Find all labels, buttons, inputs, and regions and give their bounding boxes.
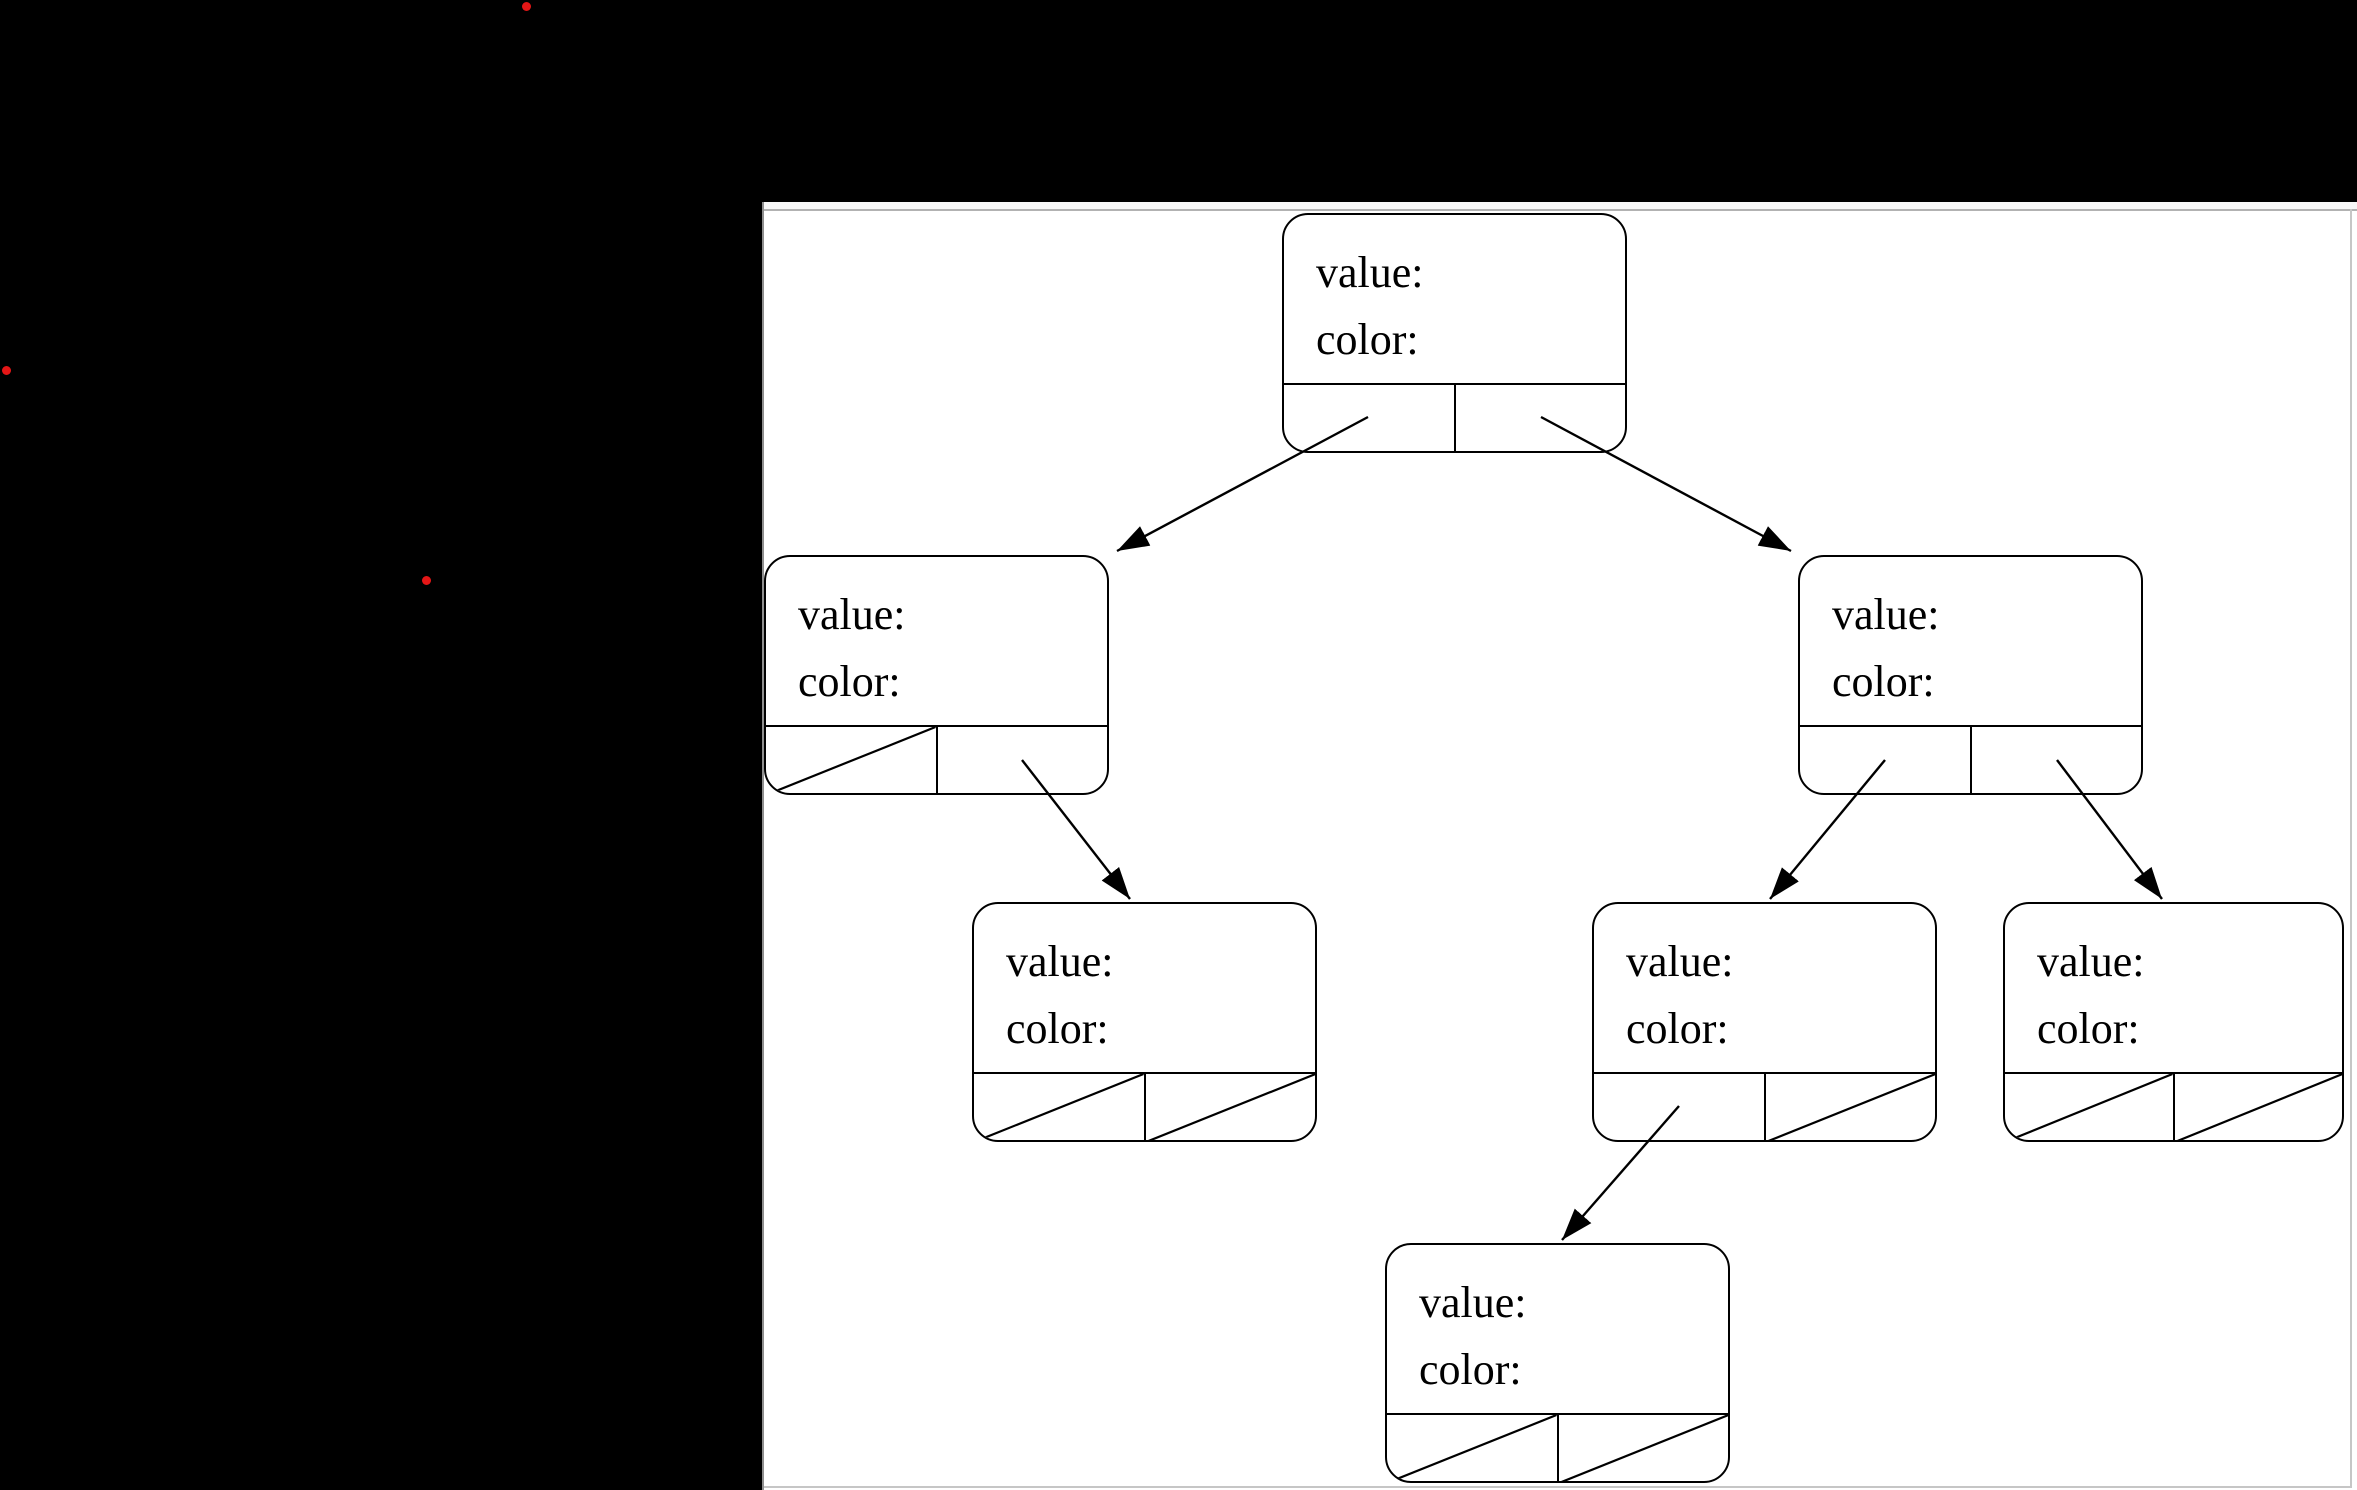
node-fields: value: color:: [1284, 215, 1625, 383]
node-fields: value: color:: [1387, 1245, 1728, 1413]
node-fields: value: color:: [974, 904, 1315, 1072]
page-top-strip: [764, 202, 2357, 209]
value-label: value:: [798, 590, 906, 639]
value-label: value:: [1006, 937, 1114, 986]
right-pointer-cell-null: [1766, 1074, 1936, 1142]
color-label: color:: [1006, 1004, 1109, 1053]
pointer-row: [1800, 725, 2142, 793]
page-border-top: [764, 209, 2357, 211]
pointer-row: [1594, 1072, 1936, 1142]
node-fields: value: color:: [1594, 904, 1935, 1072]
left-pointer-cell: [1594, 1074, 1766, 1140]
value-label: value:: [1316, 248, 1424, 297]
color-label: color:: [1832, 657, 1935, 706]
value-label: value:: [2037, 937, 2145, 986]
tree-node-root: value: color:: [1282, 213, 1627, 453]
color-label: color:: [1316, 315, 1419, 364]
pointer-row: [2005, 1072, 2343, 1142]
pointer-row: [1284, 383, 1626, 451]
left-pointer-cell-null: [2005, 1074, 2175, 1142]
page-border-right: [2350, 209, 2352, 1488]
node-fields: value: color:: [1800, 557, 2141, 725]
null-slash-icon: [1387, 1415, 1557, 1483]
color-label: color:: [798, 657, 901, 706]
null-slash-icon: [1766, 1074, 1936, 1142]
tree-node-right-left-left: value: color:: [1385, 1243, 1730, 1483]
value-label: value:: [1626, 937, 1734, 986]
tree-node-left-right: value: color:: [972, 902, 1317, 1142]
node-fields: value: color:: [766, 557, 1107, 725]
right-pointer-cell-null: [2175, 1074, 2343, 1142]
red-dot: [2, 366, 11, 375]
null-slash-icon: [1146, 1074, 1316, 1142]
pointer-row: [1387, 1413, 1729, 1483]
left-pointer-cell: [1800, 727, 1972, 793]
null-slash-icon: [1559, 1415, 1729, 1483]
right-pointer-cell: [1456, 385, 1626, 451]
null-slash-icon: [974, 1074, 1144, 1142]
red-dot: [522, 2, 531, 11]
red-dot: [422, 576, 431, 585]
null-slash-icon: [2175, 1074, 2343, 1142]
tree-node-right-left: value: color:: [1592, 902, 1937, 1142]
pointer-row: [974, 1072, 1316, 1142]
left-pointer-cell: [1284, 385, 1456, 451]
node-fields: value: color:: [2005, 904, 2342, 1072]
null-slash-icon: [766, 727, 936, 795]
left-pointer-cell-null: [974, 1074, 1146, 1142]
null-slash-icon: [2005, 1074, 2173, 1142]
color-label: color:: [1626, 1004, 1729, 1053]
tree-node-right-right: value: color:: [2003, 902, 2344, 1142]
left-pointer-cell-null: [1387, 1415, 1559, 1483]
page-edge-left: [762, 202, 764, 1490]
tree-node-left: value: color:: [764, 555, 1109, 795]
pointer-row: [766, 725, 1108, 795]
tree-node-right: value: color:: [1798, 555, 2143, 795]
right-pointer-cell: [938, 727, 1108, 793]
right-pointer-cell-null: [1559, 1415, 1729, 1483]
value-label: value:: [1832, 590, 1940, 639]
left-pointer-cell-null: [766, 727, 938, 795]
right-pointer-cell-null: [1146, 1074, 1316, 1142]
page-border-bottom: [764, 1486, 2350, 1488]
value-label: value:: [1419, 1278, 1527, 1327]
color-label: color:: [2037, 1004, 2140, 1053]
right-pointer-cell: [1972, 727, 2142, 793]
color-label: color:: [1419, 1345, 1522, 1394]
